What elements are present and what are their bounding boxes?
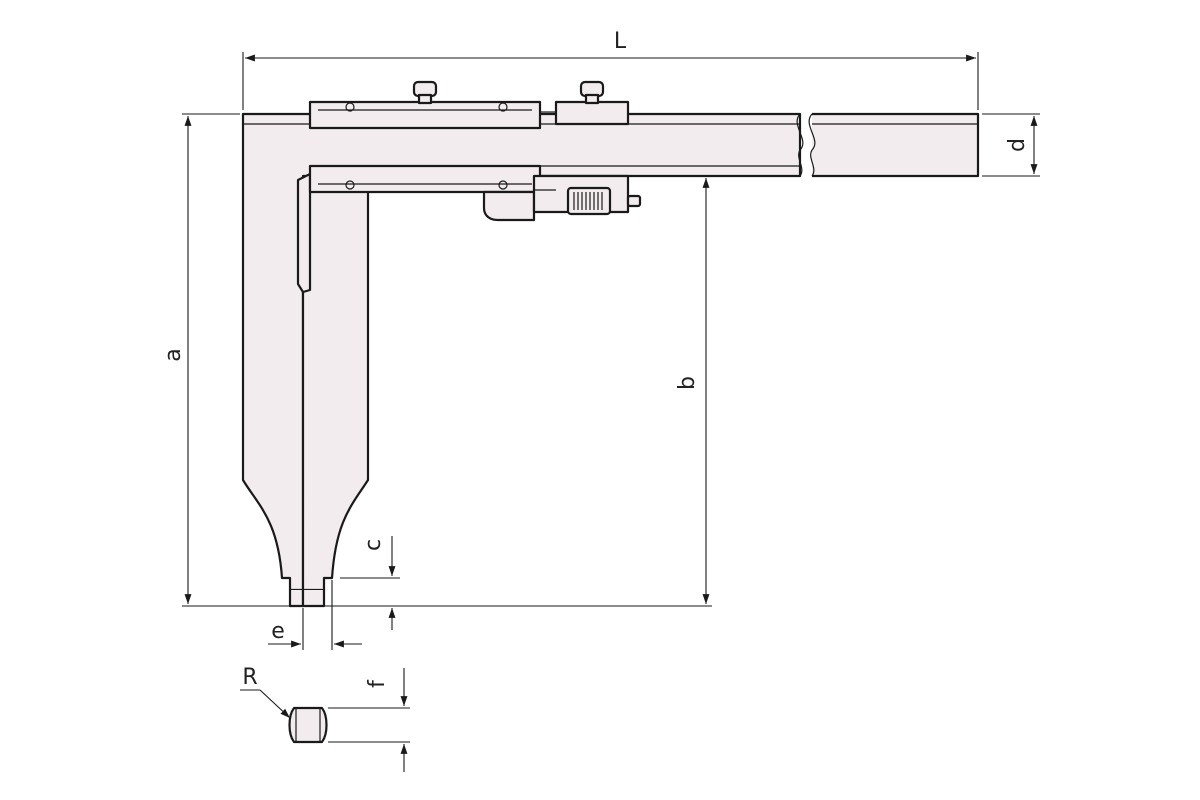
label-d: d	[1005, 138, 1030, 152]
movable-jaw-tip	[301, 590, 326, 608]
fine-adjust-bracket	[482, 190, 536, 222]
dimension-b: b	[324, 178, 712, 607]
fine-adjust-wheel-knurl	[573, 192, 603, 210]
dimension-d: d	[982, 113, 1040, 177]
fine-adjust-upper	[554, 100, 630, 126]
label-R: R	[242, 665, 257, 690]
lower-slider-screw-left	[345, 180, 355, 190]
jaw-clamp-plate	[296, 172, 312, 294]
dimension-L: L	[242, 29, 979, 110]
dimension-e: e	[268, 580, 362, 650]
label-L: L	[614, 29, 627, 54]
label-f: f	[365, 679, 390, 688]
label-e: e	[271, 619, 285, 644]
upper-slider-screw-right	[498, 102, 508, 112]
label-c: c	[361, 539, 386, 551]
movable-jaw	[301, 174, 370, 592]
fixed-jaw-tip	[288, 590, 305, 608]
dimension-a: a	[161, 113, 290, 607]
lock-knob-1-stem	[417, 93, 433, 105]
label-a: a	[161, 348, 186, 361]
lower-slider-screw-right	[498, 180, 508, 190]
jaw-tip-section	[288, 706, 328, 744]
lock-knob-2-stem	[584, 93, 600, 105]
dimension-c: c	[340, 536, 400, 630]
lower-slider-plate	[308, 164, 542, 194]
upper-slider-screw-left	[345, 102, 355, 112]
label-b: b	[675, 376, 700, 390]
jaw-tip-section-detail: f R	[240, 665, 410, 772]
upper-slider-plate	[308, 100, 542, 130]
main-beam-end	[812, 112, 980, 178]
fine-adjust-screw-end	[626, 194, 642, 208]
beam-break-right	[808, 113, 816, 177]
caliper-body	[241, 80, 980, 608]
